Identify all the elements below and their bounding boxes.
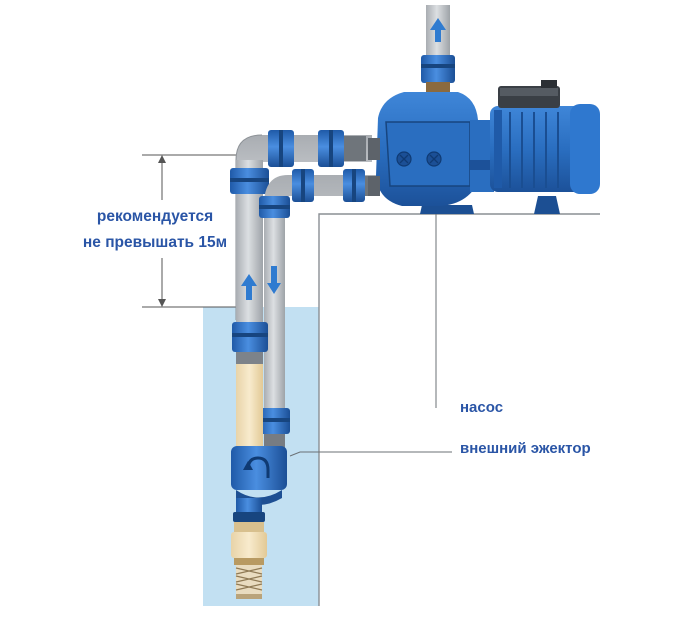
arrow-down-icon bbox=[267, 266, 281, 294]
pump bbox=[368, 80, 600, 214]
arrow-up-icon bbox=[430, 18, 446, 42]
depth-dimension bbox=[142, 154, 240, 308]
suction-riser bbox=[232, 322, 268, 448]
foot-valve bbox=[231, 522, 267, 599]
depth-label-line-2: не превышать 15м bbox=[82, 234, 228, 251]
ejector-label: внешний эжектор bbox=[460, 440, 591, 457]
suction-pipe-horizontal bbox=[230, 130, 372, 325]
leader-lines bbox=[289, 205, 452, 457]
arrow-up-icon bbox=[241, 274, 257, 300]
ejector bbox=[231, 446, 287, 522]
pump-label: насос bbox=[460, 399, 504, 416]
depth-label-line-1: рекомендуется bbox=[96, 208, 214, 225]
ground-line bbox=[318, 213, 600, 606]
depth-label: рекомендуется не превышать 15м bbox=[70, 204, 240, 256]
